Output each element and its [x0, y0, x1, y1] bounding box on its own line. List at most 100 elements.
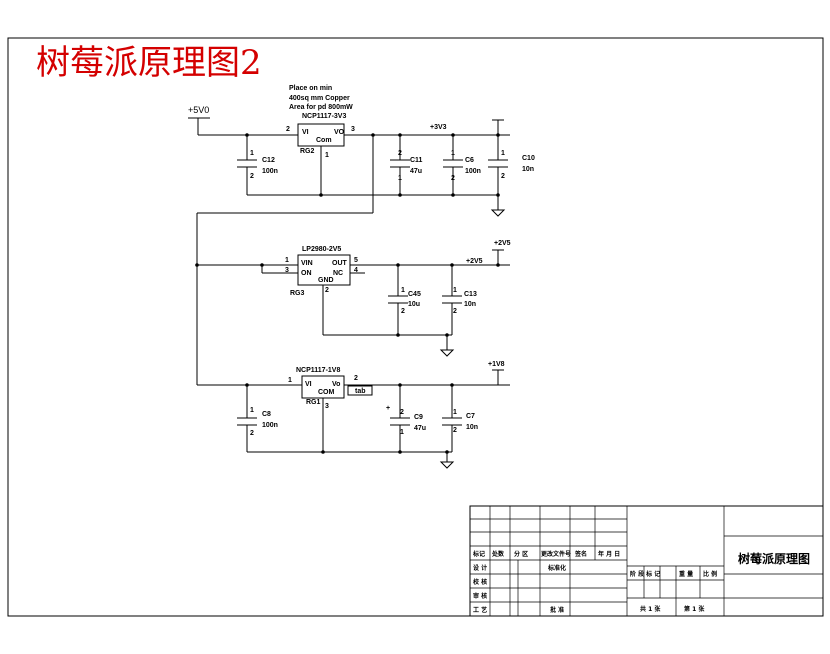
svg-text:校 核: 校 核 [473, 578, 487, 586]
svg-text:10n: 10n [466, 424, 478, 431]
ground-symbol [439, 349, 455, 357]
svg-text:tab: tab [355, 388, 366, 395]
svg-text:+2V5: +2V5 [494, 240, 511, 247]
svg-text:C9: C9 [414, 414, 423, 421]
power-label-5v0: +5V0 [188, 105, 209, 115]
svg-text:Vo: Vo [332, 381, 340, 388]
svg-text:RG1: RG1 [306, 399, 321, 406]
svg-text:+3V3: +3V3 [430, 124, 447, 131]
svg-text:设 计: 设 计 [473, 564, 487, 572]
copper-note-1: Place on min [289, 85, 332, 92]
svg-text:10u: 10u [408, 301, 420, 308]
svg-text:VI: VI [305, 381, 312, 388]
svg-text:10n: 10n [464, 301, 476, 308]
schematic-title: 树莓派原理图2 [36, 43, 262, 83]
svg-text:C45: C45 [408, 291, 421, 298]
svg-text:COM: COM [318, 389, 335, 396]
svg-text:NC: NC [333, 270, 343, 277]
svg-text:OUT: OUT [332, 260, 348, 267]
copper-note-3: Area for pd 800mW [289, 104, 353, 111]
svg-text:阶 段 标 记: 阶 段 标 记 [630, 570, 660, 578]
section-3v3: +5V0 VI VO Com NCP1117-3V3 RG2 2 3 1 Pla… [188, 85, 535, 385]
svg-text:1: 1 [453, 287, 457, 294]
svg-text:4: 4 [354, 267, 358, 274]
svg-text:1: 1 [285, 257, 289, 264]
svg-text:2: 2 [286, 126, 290, 133]
svg-text:LP2980-2V5: LP2980-2V5 [302, 246, 341, 253]
svg-text:签名: 签名 [574, 550, 587, 558]
svg-text:1: 1 [400, 429, 404, 436]
svg-text:C12: C12 [262, 157, 275, 164]
svg-text:2: 2 [501, 173, 505, 180]
svg-text:+1V8: +1V8 [488, 361, 505, 368]
svg-text:47u: 47u [414, 425, 426, 432]
svg-text:1: 1 [250, 407, 254, 414]
svg-text:1: 1 [288, 377, 292, 384]
title-block: 标记 处数 分 区 更改文件号 签名 年 月 日 设 计 标准化 校 核 审 核… [469, 505, 824, 617]
svg-text:标记: 标记 [472, 550, 485, 558]
svg-text:分 区: 分 区 [514, 550, 528, 558]
svg-text:2: 2 [354, 375, 358, 382]
svg-text:1: 1 [501, 150, 505, 157]
svg-text:47u: 47u [410, 168, 422, 175]
svg-text:VIN: VIN [301, 260, 313, 267]
section-2v5: VIN ON GND OUT NC LP2980-2V5 RG3 1 3 5 4… [195, 240, 511, 357]
svg-text:C6: C6 [465, 157, 474, 164]
svg-text:2: 2 [250, 173, 254, 180]
svg-text:比 例: 比 例 [703, 570, 717, 578]
svg-text:RG3: RG3 [290, 290, 305, 297]
svg-text:审 核: 审 核 [473, 592, 487, 600]
svg-text:VI: VI [302, 129, 309, 136]
svg-text:2: 2 [453, 427, 457, 434]
svg-text:处数: 处数 [491, 550, 505, 558]
svg-text:10n: 10n [522, 166, 534, 173]
drawing-border [7, 37, 824, 617]
svg-text:NCP1117-3V3: NCP1117-3V3 [302, 113, 346, 120]
svg-text:第 1 张: 第 1 张 [683, 605, 705, 613]
svg-text:+2V5: +2V5 [466, 258, 483, 265]
ground-symbol [439, 461, 455, 469]
svg-text:1: 1 [398, 175, 402, 182]
svg-text:2: 2 [451, 175, 455, 182]
svg-text:2: 2 [398, 150, 402, 157]
svg-text:C10: C10 [522, 155, 535, 162]
svg-text:3: 3 [325, 403, 329, 410]
svg-text:C7: C7 [466, 413, 475, 420]
svg-text:2: 2 [401, 308, 405, 315]
svg-text:Com: Com [316, 137, 332, 144]
svg-text:C13: C13 [464, 291, 477, 298]
svg-text:1: 1 [453, 409, 457, 416]
svg-text:2: 2 [325, 287, 329, 294]
tab-box [347, 385, 373, 396]
svg-text:GND: GND [318, 277, 334, 284]
svg-text:共 1 张: 共 1 张 [640, 605, 661, 613]
copper-note-2: 400sq mm Copper [289, 95, 350, 102]
svg-text:1: 1 [250, 150, 254, 157]
section-1v8: VI Vo COM NCP1117-1V8 RG1 1 2 3 tab +1V8… [197, 361, 510, 469]
svg-text:5: 5 [354, 257, 358, 264]
svg-text:3: 3 [285, 267, 289, 274]
svg-text:批 准: 批 准 [550, 606, 564, 614]
svg-text:1: 1 [325, 152, 329, 159]
svg-text:100n: 100n [262, 168, 278, 175]
svg-text:重 量: 重 量 [679, 570, 693, 578]
svg-text:+: + [386, 405, 390, 412]
svg-text:1: 1 [451, 150, 455, 157]
svg-text:年 月 日: 年 月 日 [598, 550, 620, 558]
svg-text:C8: C8 [262, 411, 271, 418]
svg-text:2: 2 [250, 430, 254, 437]
drawing-name: 树莓派原理图 [738, 551, 810, 566]
svg-text:3: 3 [351, 126, 355, 133]
svg-text:2: 2 [400, 409, 404, 416]
svg-text:C11: C11 [410, 157, 423, 164]
svg-text:VO: VO [334, 129, 345, 136]
svg-text:100n: 100n [262, 422, 278, 429]
svg-text:1: 1 [401, 287, 405, 294]
svg-text:工 艺: 工 艺 [473, 606, 487, 614]
svg-text:ON: ON [301, 270, 312, 277]
svg-text:标准化: 标准化 [547, 564, 566, 572]
svg-text:NCP1117-1V8: NCP1117-1V8 [296, 367, 340, 374]
svg-text:RG2: RG2 [300, 148, 315, 155]
ground-symbol [490, 209, 506, 217]
